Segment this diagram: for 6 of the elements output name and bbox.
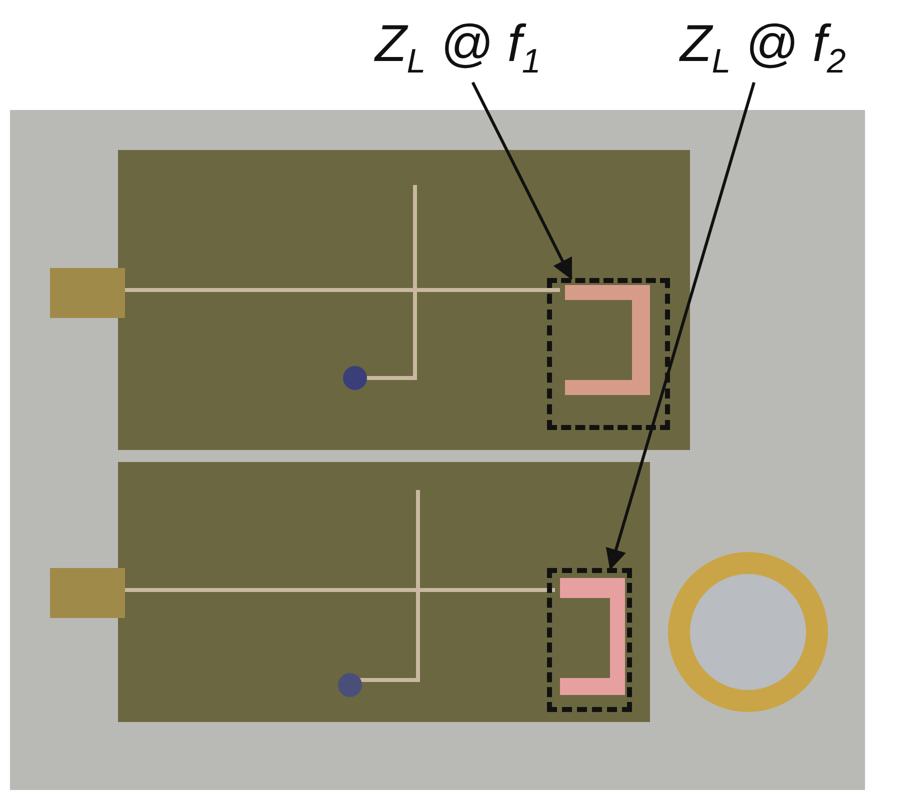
dashed-outline-box bbox=[547, 278, 670, 430]
leader-arrow bbox=[471, 82, 572, 280]
callout-label: Z$_{L}$ @ f$_{2}$ bbox=[680, 18, 846, 78]
dashed-outline-box bbox=[547, 568, 632, 712]
leader-arrow bbox=[606, 82, 756, 570]
callout-label: Z$_{L}$ @ f$_{1}$ bbox=[375, 18, 541, 78]
